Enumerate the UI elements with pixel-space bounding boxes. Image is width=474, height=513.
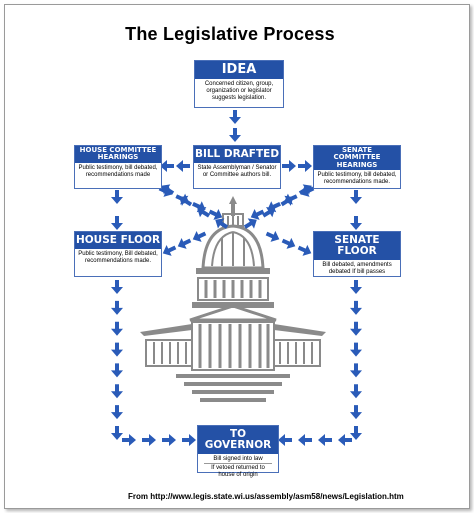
house-committee-title: HOUSE COMMITTEE HEARINGS	[75, 146, 161, 163]
cross-to-house-committee-arrow	[215, 218, 229, 229]
senate-to-governor-arrow	[338, 434, 352, 446]
to-house-floor-arrow	[177, 237, 192, 249]
idea-text: Concerned citizen, group, organization o…	[204, 80, 274, 102]
source-footer: From http://www.legis.state.wi.us/assemb…	[128, 492, 404, 501]
house-committee-text: Public testimony, bill debated, recommen…	[78, 164, 158, 178]
house-to-governor-arrow	[142, 434, 156, 446]
house-floor-down-arrow	[111, 300, 123, 315]
house-floor-down-arrow	[111, 342, 123, 357]
senate-floor-title: SENATE FLOOR	[314, 232, 400, 261]
house-floor-down-arrow	[111, 405, 123, 420]
cross-to-senate-committee-arrow	[262, 207, 276, 218]
senate-floor-down-arrow	[350, 280, 362, 294]
senate-floor-down-arrow	[350, 363, 362, 378]
bill-to-house-committee-arrow	[160, 160, 174, 172]
house-committee-cross-arrow	[208, 208, 223, 220]
idea-to-bill-arrow	[229, 110, 241, 124]
senate-committee-title: SENATE COMMITTEE HEARINGS	[314, 146, 400, 171]
to-house-floor-arrow	[162, 244, 177, 256]
to-house-floor-arrow	[192, 230, 207, 242]
senate-floor-box: SENATE FLOOR Bill debated, amendments de…	[313, 231, 401, 277]
house-committee-to-floor-arrow	[111, 190, 123, 204]
house-floor-down-arrow	[111, 363, 123, 378]
bill-to-house-committee-arrow	[176, 160, 190, 172]
idea-title: IDEA	[195, 61, 283, 79]
senate-to-governor-arrow	[298, 434, 312, 446]
senate-floor-text: Bill debated, amendments debated If bill…	[322, 262, 392, 276]
house-floor-text: Public testimony, Bill debated, recommen…	[78, 251, 158, 265]
house-to-governor-arrow	[162, 434, 176, 446]
cross-to-senate-committee-arrow	[280, 195, 294, 207]
senate-committee-to-floor-arrow	[350, 190, 362, 204]
to-governor-text: Bill signed into law	[213, 456, 263, 463]
house-floor-down-arrow	[111, 280, 123, 294]
house-floor-down-arrow	[111, 384, 123, 399]
bill-drafted-box: BILL DRAFTED State Assemblyman / Senator…	[193, 145, 281, 189]
senate-to-governor-arrow	[278, 434, 292, 446]
house-floor-box: HOUSE FLOOR Public testimony, Bill debat…	[74, 231, 162, 277]
house-committee-to-floor-arrow	[111, 216, 123, 230]
capitol-illustration	[140, 196, 326, 402]
idea-to-bill-arrow	[229, 128, 241, 142]
senate-committee-text: Public testimony, bill debated, recommen…	[317, 172, 397, 186]
cross-to-senate-committee-arrow	[298, 184, 312, 195]
flow-arrows	[111, 110, 362, 446]
to-governor-title: TO GOVERNOR	[198, 426, 278, 455]
bill-to-senate-committee-arrow	[298, 160, 312, 172]
house-floor-title: HOUSE FLOOR	[75, 232, 161, 250]
cross-to-senate-committee-arrow	[243, 218, 257, 229]
senate-floor-down-arrow	[350, 426, 362, 440]
cross-to-house-committee-arrow	[197, 207, 211, 218]
house-floor-down-arrow	[111, 426, 123, 440]
to-senate-floor-arrow	[281, 237, 296, 249]
bill-drafted-text: State Assemblyman / Senator or Committee…	[197, 165, 277, 179]
senate-floor-down-arrow	[350, 342, 362, 357]
house-committee-box: HOUSE COMMITTEE HEARINGS Public testimon…	[74, 145, 162, 189]
senate-floor-down-arrow	[350, 384, 362, 399]
cross-to-house-committee-arrow	[161, 184, 175, 195]
senate-floor-down-arrow	[350, 300, 362, 315]
to-governor-veto-text: If vetoed returned to house of origin	[204, 463, 272, 481]
senate-floor-down-arrow	[350, 321, 362, 336]
bill-drafted-title: BILL DRAFTED	[194, 146, 280, 164]
senate-committee-box: SENATE COMMITTEE HEARINGS Public testimo…	[313, 145, 401, 189]
to-governor-box: TO GOVERNOR Bill signed into law If veto…	[197, 425, 279, 478]
senate-committee-cross-arrow	[250, 208, 265, 220]
to-senate-floor-arrow	[265, 230, 280, 242]
house-to-governor-arrow	[122, 434, 136, 446]
idea-box: IDEA Concerned citizen, group, organizat…	[194, 60, 284, 108]
house-to-governor-arrow	[182, 434, 196, 446]
page-title: The Legislative Process	[125, 24, 335, 44]
cross-to-house-committee-arrow	[179, 195, 193, 207]
senate-to-governor-arrow	[318, 434, 332, 446]
to-senate-floor-arrow	[297, 244, 312, 256]
senate-floor-down-arrow	[350, 405, 362, 420]
senate-committee-to-floor-arrow	[350, 216, 362, 230]
bill-to-senate-committee-arrow	[282, 160, 296, 172]
house-floor-down-arrow	[111, 321, 123, 336]
